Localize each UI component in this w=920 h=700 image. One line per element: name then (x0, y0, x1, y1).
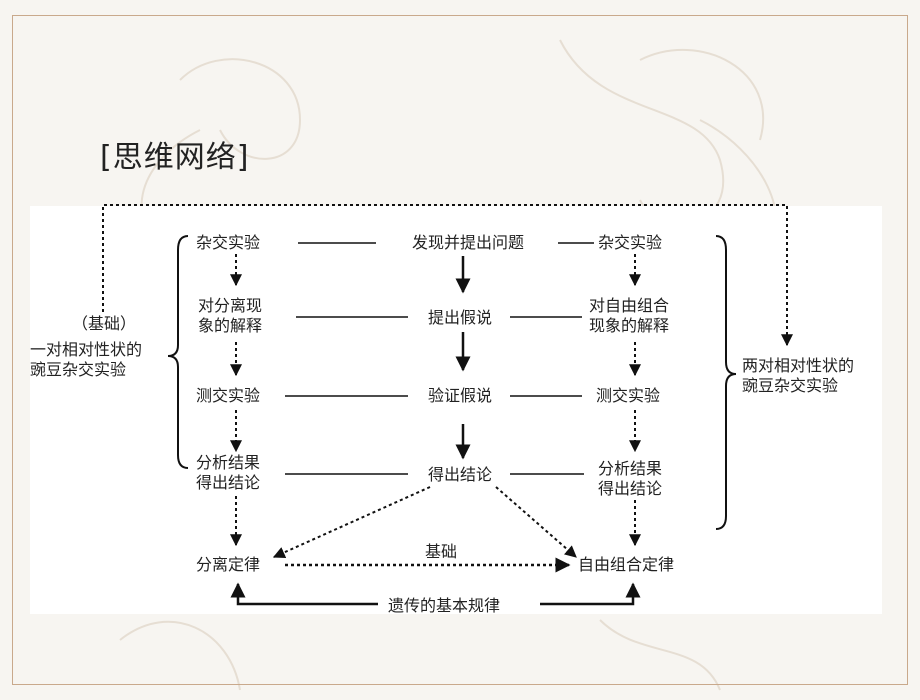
diag-arrow-left (272, 486, 431, 559)
genetics-bracket-left (230, 582, 378, 606)
middle-step-raise-question: 发现并提出问题 (411, 233, 524, 252)
middle-step-verify: 验证假说 (427, 386, 492, 405)
diagram-panel (30, 206, 882, 614)
right-group-name-line1: 两对相对性状的 (742, 356, 855, 375)
slide-title: [思维网络] (100, 140, 250, 175)
middle-step-conclusion: 得出结论 (427, 465, 492, 484)
right-step-cross-experiment: 杂交实验 (598, 233, 663, 252)
left-step-analysis-line2: 得出结论 (196, 473, 261, 492)
left-step-explanation-line2: 象的解释 (198, 316, 263, 335)
left-step-explanation-line1: 对分离现 (198, 296, 263, 315)
left-step-analysis-line1: 分析结果 (196, 453, 261, 472)
right-step-testcross: 测交实验 (596, 386, 661, 405)
right-group-name-line2: 豌豆杂交实验 (742, 376, 839, 395)
genetics-bracket-right (540, 582, 641, 606)
diag-arrow-right (495, 486, 577, 558)
left-group-name-line1: 一对相对性状的 (30, 340, 143, 359)
left-step-testcross: 测交实验 (196, 386, 261, 405)
top-dotted-link (102, 204, 793, 347)
right-step-analysis-line1: 分析结果 (598, 459, 663, 478)
right-step-analysis-line2: 得出结论 (598, 479, 663, 498)
law-of-independent-assortment: 自由组合定律 (578, 555, 675, 574)
right-step-explanation-line1: 对自由组合 (589, 296, 670, 315)
middle-step-hypothesis: 提出假说 (427, 308, 492, 327)
law-of-segregation: 分离定律 (196, 555, 261, 574)
left-brace (167, 235, 189, 469)
left-group-note: （基础） (71, 314, 136, 333)
right-step-explanation-line2: 现象的解释 (589, 316, 670, 335)
left-step-cross-experiment: 杂交实验 (196, 233, 261, 252)
genetics-basic-laws-label: 遗传的基本规律 (388, 596, 501, 615)
left-group-name-line2: 豌豆杂交实验 (30, 360, 127, 379)
right-brace (715, 235, 737, 530)
slide-frame (12, 15, 908, 685)
basis-label: 基础 (425, 542, 458, 561)
